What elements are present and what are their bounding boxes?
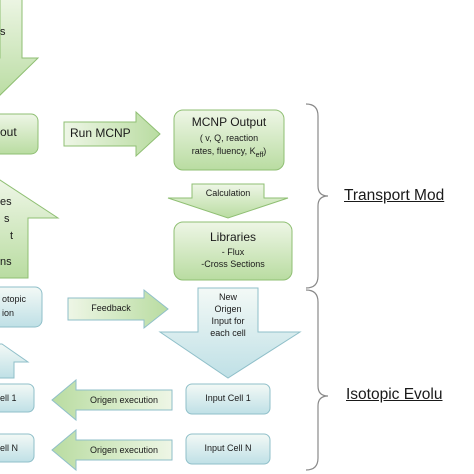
mcnp-output-line1: ( v, Q, reaction: [199, 133, 259, 143]
transport-brace: [305, 103, 329, 289]
left-isotopic-line2: ion: [2, 308, 15, 318]
top-left-arrow-label: s: [0, 26, 6, 38]
origen-execution-arrow-1: [51, 378, 173, 422]
mcnp-output-line2: rates, fluency, K: [191, 146, 256, 156]
libraries-flux: - Flux: [221, 247, 245, 257]
left-up-arrow: [0, 179, 60, 279]
left-celln-label: ell N: [0, 443, 19, 453]
new-origen-line2: Origen: [214, 304, 242, 314]
input-cell1-label: Input Cell 1: [205, 393, 251, 403]
feedback-label: Feedback: [91, 303, 131, 313]
input-cell1-box: [185, 383, 271, 415]
libraries-cross-sections: -Cross Sections: [201, 259, 265, 269]
origen-execution-label-n: Origen execution: [89, 445, 159, 455]
left-celln-box: [0, 433, 35, 463]
origen-execution-arrow-n: [51, 428, 173, 472]
new-origen-line4: each cell: [210, 328, 246, 338]
feedback-arrow: [67, 288, 169, 330]
libraries-box: [173, 221, 293, 281]
new-origen-line3: Input for: [211, 316, 245, 326]
mcnp-output-title: MCNP Output: [191, 115, 267, 129]
input-celln-box: [185, 433, 271, 465]
new-origen-line1: New: [218, 292, 237, 302]
up-arrow-line4: ns: [0, 256, 12, 268]
mcnp-output-close: ): [263, 146, 267, 156]
left-cell1-label: ell 1: [0, 393, 17, 403]
top-left-down-arrow: [0, 0, 40, 96]
mcnp-output-box: [173, 109, 285, 171]
run-mcnp-label: Run MCNP: [70, 126, 131, 140]
left-cell1-box: [0, 383, 35, 413]
origen-execution-label-1: Origen execution: [89, 395, 159, 405]
isotopic-brace: [305, 289, 329, 471]
left-small-up-arrow: [0, 343, 30, 379]
isotopic-section-title: Isotopic Evolu: [346, 386, 443, 403]
calculation-label: Calculation: [205, 188, 251, 198]
up-arrow-line3: t: [10, 230, 14, 242]
input-celln-label: Input Cell N: [204, 443, 252, 453]
transport-section-title: Transport Mod: [344, 187, 445, 204]
new-origen-arrow: [158, 287, 302, 379]
calculation-arrow: [167, 183, 289, 219]
left-output-box: [0, 113, 39, 155]
mcnp-output-line2-wrap: rates, fluency, Keff): [174, 146, 284, 160]
left-isotopic-box: [0, 286, 43, 328]
left-output-box-label: out: [0, 125, 17, 139]
left-isotopic-line1: otopic: [2, 294, 27, 304]
libraries-title: Libraries: [209, 230, 257, 244]
up-arrow-line1: es: [0, 196, 12, 208]
run-mcnp-arrow: [63, 110, 161, 158]
mcnp-output-sub: eff: [255, 151, 264, 159]
up-arrow-line2: s: [4, 213, 10, 225]
